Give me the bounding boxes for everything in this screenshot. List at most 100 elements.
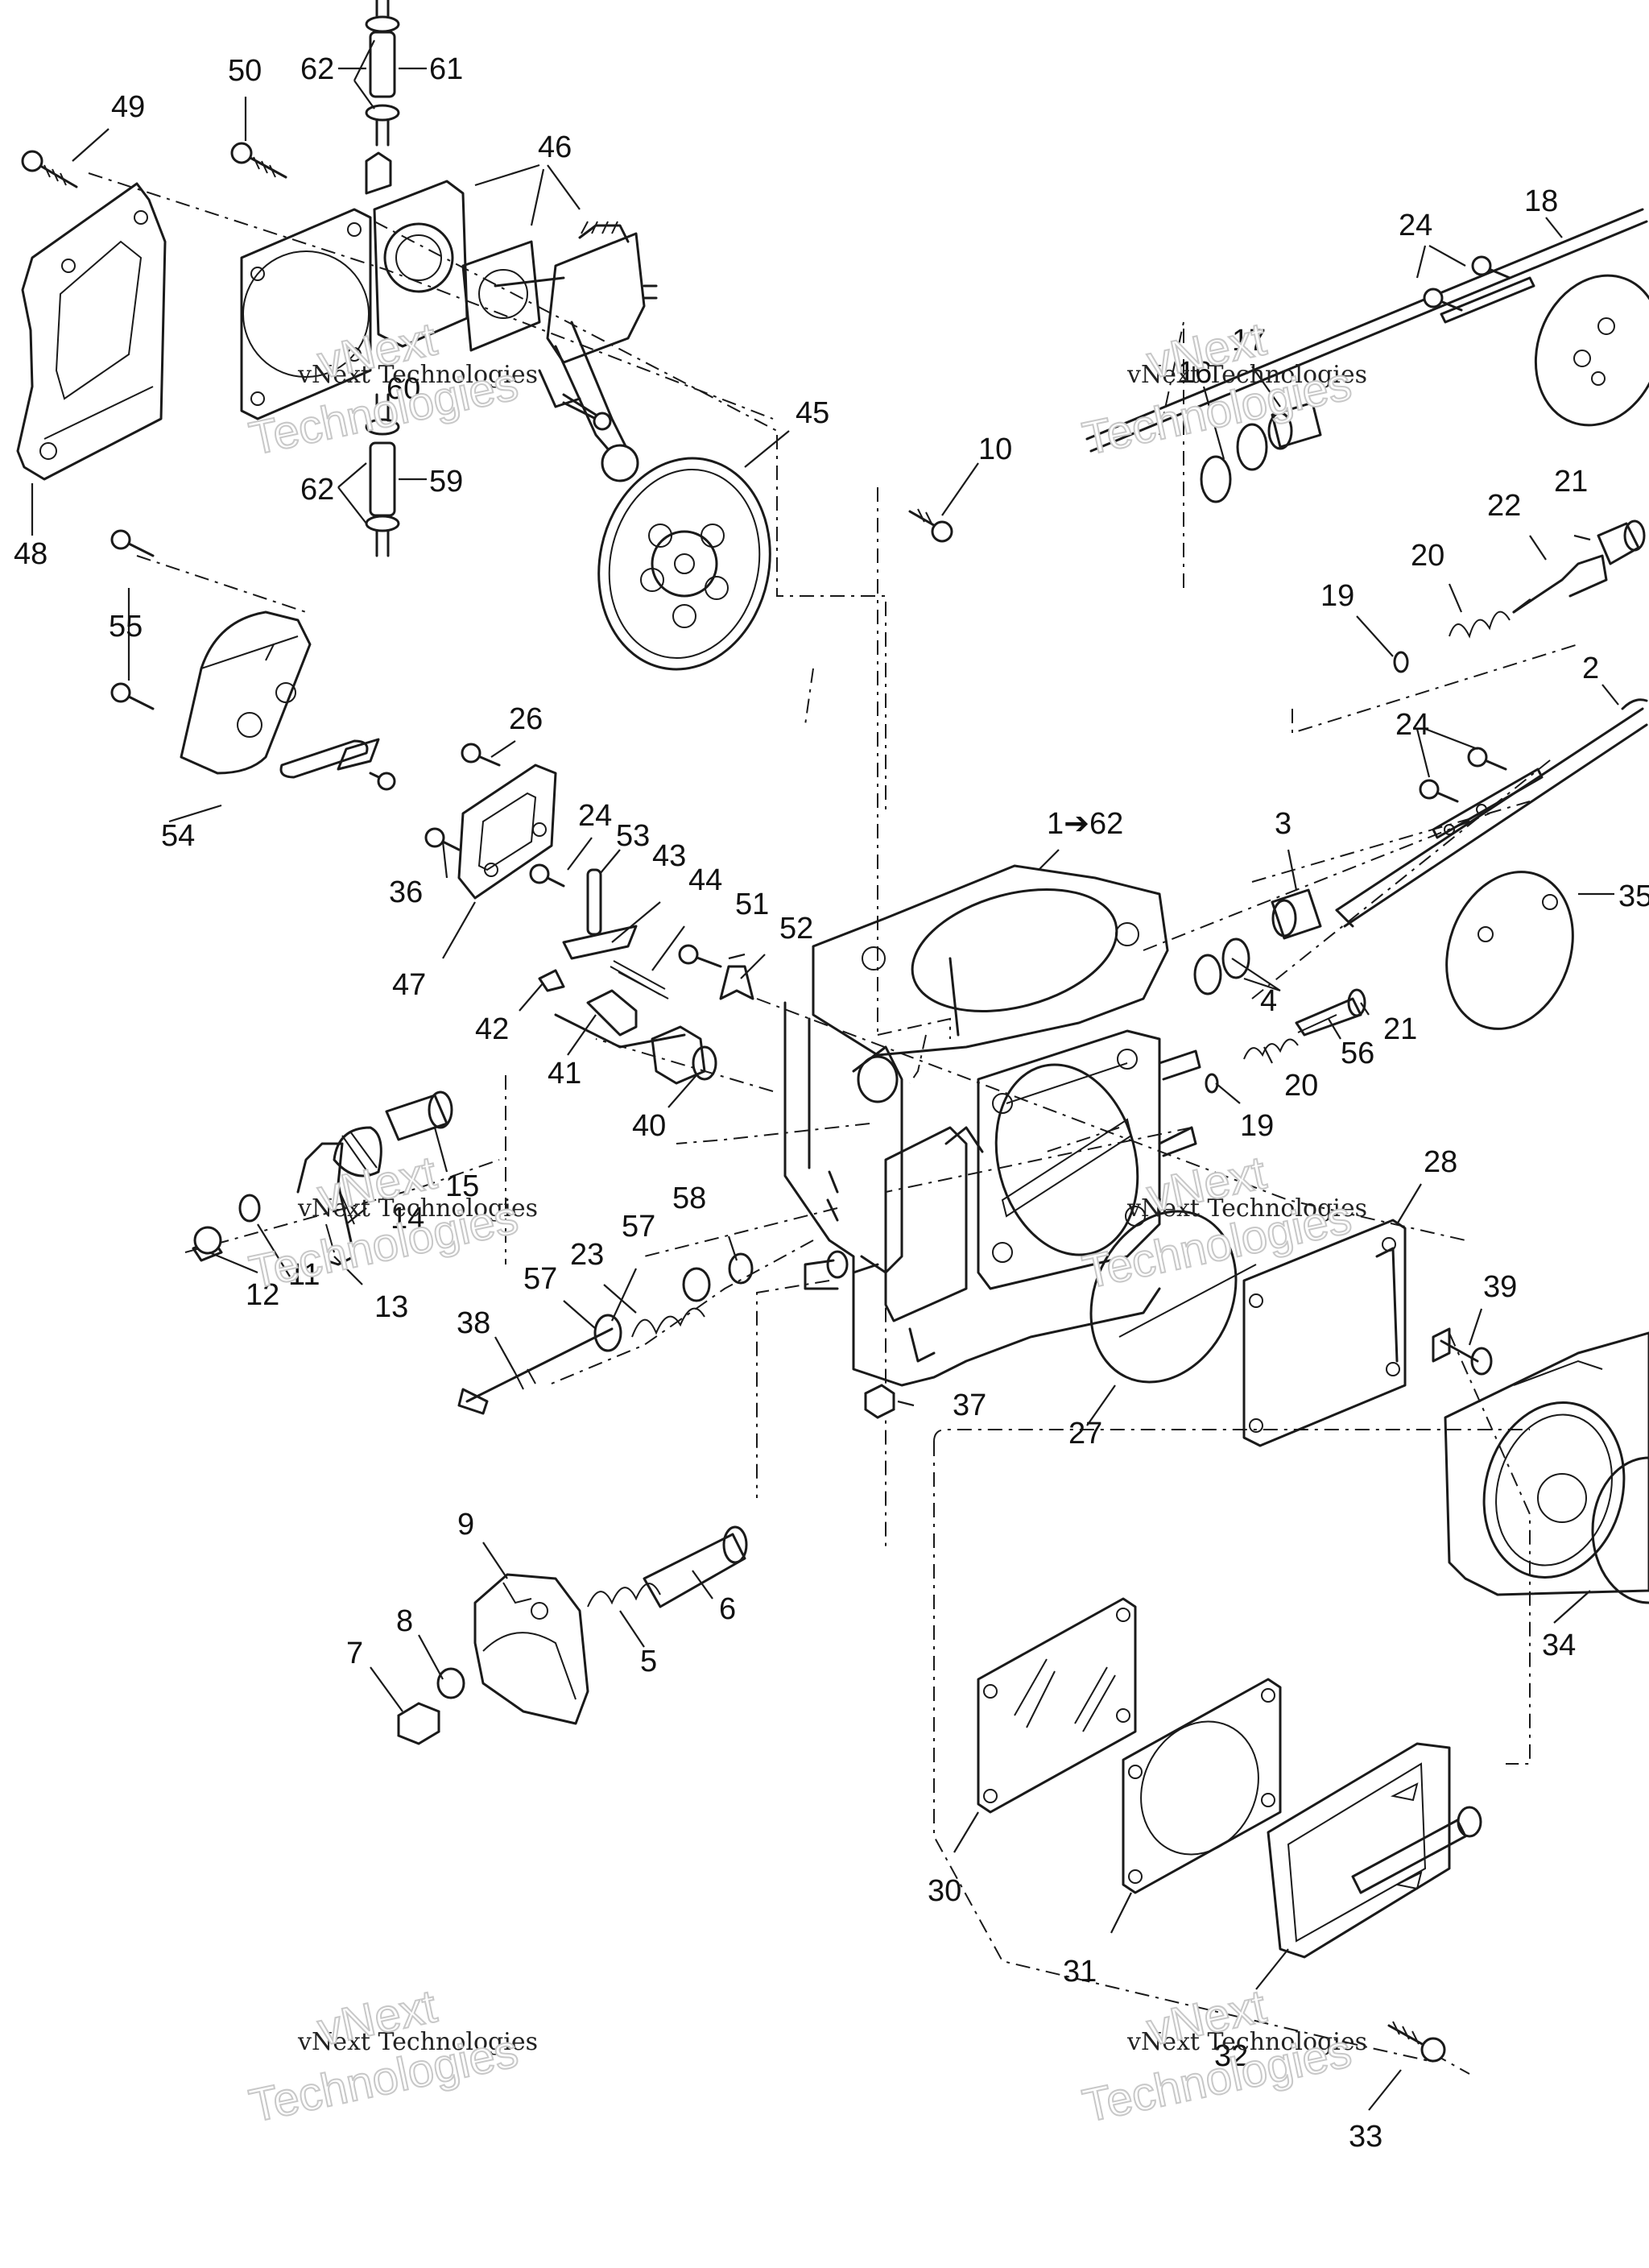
callout-17: 17 xyxy=(1232,324,1266,358)
callout-30: 30 xyxy=(928,1874,961,1908)
watermark-text: vNext Technologies xyxy=(297,361,538,389)
part-18-shaft xyxy=(1085,208,1649,453)
part-50-screw xyxy=(230,142,287,179)
part-31-gasket xyxy=(1122,1678,1282,1894)
carburetor-body xyxy=(783,864,1201,1387)
part-45-diaphragm xyxy=(597,457,771,671)
part-56-20-19-screw-spring xyxy=(1205,988,1366,1094)
callout-47: 47 xyxy=(392,968,426,1002)
callout-21-top: 21 xyxy=(1554,465,1588,499)
callout-28: 28 xyxy=(1424,1145,1457,1179)
watermark-text: vNext Technologies xyxy=(1126,361,1367,389)
callout-8: 8 xyxy=(396,1604,413,1638)
callout-35: 35 xyxy=(1618,879,1649,913)
callout-55: 55 xyxy=(109,610,143,644)
part-10-screw xyxy=(908,508,953,543)
part-37-nut xyxy=(864,1384,895,1419)
watermark-text: vNext Technologies xyxy=(1126,1194,1367,1223)
part-60-screw xyxy=(562,401,612,431)
callout-58: 58 xyxy=(672,1182,706,1215)
callout-57-bottom: 57 xyxy=(523,1262,557,1296)
callout-24-right: 24 xyxy=(1395,708,1429,742)
part-40-seat xyxy=(651,1025,717,1085)
callout-19-top: 19 xyxy=(1320,579,1354,613)
watermark-text: vNext Technologies xyxy=(1126,2028,1367,2056)
watermark-mid-right: vNext Technologies vNext Technologies xyxy=(1077,1145,1367,1299)
callout-12: 12 xyxy=(246,1278,279,1312)
callout-40: 40 xyxy=(632,1109,666,1143)
callout-15: 15 xyxy=(445,1169,479,1203)
part-47-gasket xyxy=(457,764,557,900)
center-lines xyxy=(88,172,1579,2075)
callout-13: 13 xyxy=(374,1290,408,1324)
callout-5: 5 xyxy=(640,1645,657,1678)
part-61-tube xyxy=(365,0,400,147)
callout-6: 6 xyxy=(719,1592,736,1626)
callout-2: 2 xyxy=(1582,652,1599,685)
part-24-screws-top xyxy=(1423,255,1511,312)
callout-41: 41 xyxy=(548,1057,581,1091)
callout-60: 60 xyxy=(386,372,420,406)
callout-62-bottom: 62 xyxy=(300,473,334,507)
callout-20-top: 20 xyxy=(1411,539,1444,573)
part-55-screws xyxy=(110,529,155,710)
watermark-top-right: vNext Technologies vNext Technologies xyxy=(1077,312,1367,466)
part-12-14-15-throttle-stop xyxy=(192,1091,453,1266)
part-51-screw xyxy=(678,944,722,968)
callout-53: 53 xyxy=(616,819,650,853)
callout-31: 31 xyxy=(1063,1955,1097,1989)
callout-26: 26 xyxy=(509,702,543,736)
part-28-27-diaphragm-gasket xyxy=(1089,1210,1407,1447)
callout-59: 59 xyxy=(429,465,463,499)
part-46-pump-body xyxy=(365,151,658,482)
callout-18: 18 xyxy=(1524,184,1558,218)
callout-56: 56 xyxy=(1341,1037,1374,1070)
callout-54: 54 xyxy=(161,819,195,853)
part-17-16-orings-bushing xyxy=(1200,401,1322,503)
callout-1-62: 1➔62 xyxy=(1047,807,1123,841)
callout-50: 50 xyxy=(228,54,262,88)
callout-27: 27 xyxy=(1068,1417,1102,1451)
callout-61: 61 xyxy=(429,52,463,86)
callout-45: 45 xyxy=(796,396,829,430)
part-49-screw xyxy=(21,150,78,188)
callout-20-bottom: 20 xyxy=(1284,1069,1318,1103)
callout-43: 43 xyxy=(652,839,686,873)
callout-49: 49 xyxy=(111,90,145,124)
part-6-tube xyxy=(643,1525,748,1608)
part-41-needle xyxy=(554,989,686,1049)
part-36-screw xyxy=(424,827,461,851)
callout-57-top: 57 xyxy=(622,1210,655,1244)
callout-24-mid: 24 xyxy=(578,799,612,833)
callout-62-top: 62 xyxy=(300,52,334,86)
callout-4: 4 xyxy=(1260,984,1277,1018)
leader-lines xyxy=(31,39,1619,2111)
callout-38: 38 xyxy=(457,1306,490,1340)
part-19-22-21-20-pilot-screw xyxy=(1393,519,1646,673)
part-24-screws-lower xyxy=(1419,747,1507,803)
callout-7: 7 xyxy=(346,1637,363,1670)
part-34-pump-cover xyxy=(1444,1331,1649,1604)
watermark-bottom-right: vNext Technologies vNext Technologies xyxy=(1077,1979,1367,2133)
part-7-8-nut-washer xyxy=(397,1667,465,1745)
callout-36: 36 xyxy=(389,875,423,909)
part-3-4-bushing-orings xyxy=(1193,888,1322,995)
part-32-pump-cover xyxy=(1267,1742,1482,1959)
callout-21-bottom: 21 xyxy=(1383,1012,1417,1046)
callout-39: 39 xyxy=(1483,1270,1517,1304)
watermark-text: vNext Technologies xyxy=(297,1194,538,1223)
part-26-screw xyxy=(461,743,501,767)
callout-37: 37 xyxy=(953,1389,986,1422)
part-35-plate xyxy=(1445,871,1574,1030)
callout-34: 34 xyxy=(1542,1629,1576,1662)
part-39-bolt xyxy=(1432,1327,1493,1376)
callout-19-bottom: 19 xyxy=(1240,1109,1274,1143)
callout-10: 10 xyxy=(978,432,1012,466)
callout-9: 9 xyxy=(457,1508,474,1542)
part-33-screw xyxy=(1387,2021,1446,2063)
callout-3: 3 xyxy=(1275,807,1292,841)
callout-46: 46 xyxy=(538,130,572,164)
watermark-mid-left: vNext Technologies vNext Technologies xyxy=(244,1145,538,1299)
callout-24-top: 24 xyxy=(1399,209,1432,242)
